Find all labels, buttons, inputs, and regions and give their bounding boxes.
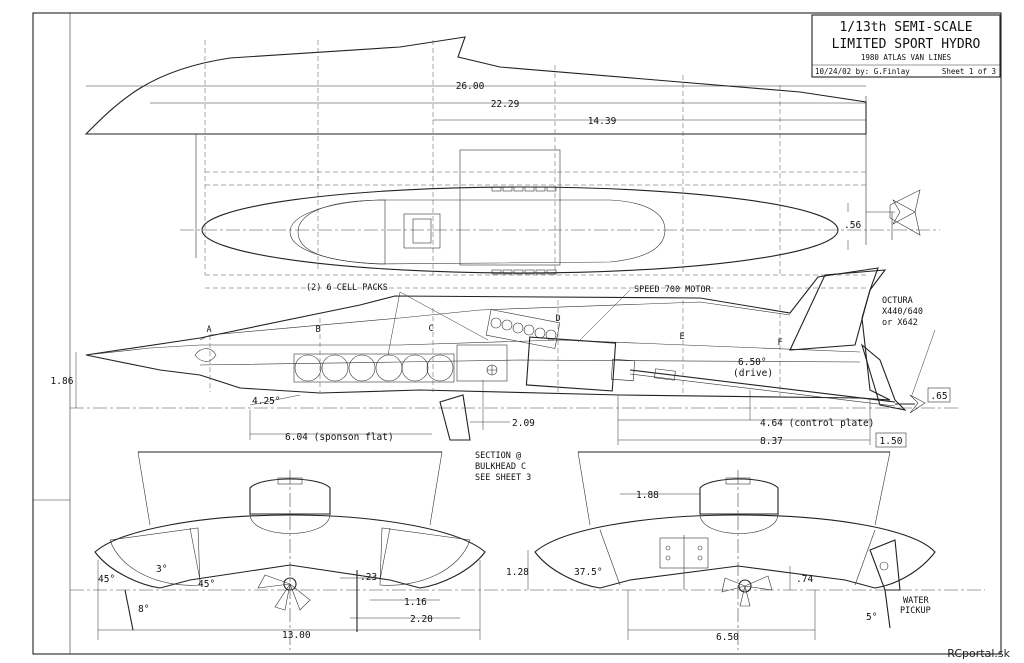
dim-425: 4.25° — [252, 396, 281, 407]
title-date-author: 10/24/02 by: G.Finlay — [815, 67, 910, 76]
angle-45-left: 45° — [98, 574, 115, 585]
angle-3-top: 3° — [156, 564, 167, 575]
watermark: RCportal.sk — [947, 647, 1010, 660]
dim-650: 6.50 — [716, 632, 739, 643]
side-view: A B C D E F (2) 6 CELL PACKS SPEED 700 M… — [51, 267, 960, 483]
section-label-f: F — [777, 338, 782, 348]
angle-45-right: 45° — [198, 579, 215, 590]
label-prop-model-2: or X642 — [882, 318, 918, 328]
section-label-e: E — [679, 332, 684, 342]
dim-220: 2.20 — [410, 614, 433, 625]
rear-view: 1.88 1.28 37.5° .74 6.50 5° WATER PICKUP — [506, 451, 985, 650]
dim-control-plate: 4.64 (control plate) — [760, 418, 874, 429]
section-label-c: C — [428, 324, 433, 334]
dim-22-29: 22.29 — [491, 99, 520, 110]
section-label-a: A — [206, 325, 211, 335]
dim-drive-label: (drive) — [733, 368, 773, 379]
dim-188: 1.88 — [636, 490, 659, 501]
angle-375: 37.5° — [574, 567, 603, 578]
label-cell-packs: (2) 6 CELL PACKS — [306, 283, 388, 293]
dim-074: .74 — [796, 574, 813, 585]
label-prop-model-1: X440/640 — [882, 307, 923, 317]
label-water: WATER — [903, 596, 929, 606]
title-block: 1/13th SEMI-SCALE LIMITED SPORT HYDRO 19… — [811, 14, 1001, 78]
title-line-1: 1/13th SEMI-SCALE — [839, 20, 972, 35]
section-label-b: B — [315, 325, 320, 335]
dim-837: 8.37 — [760, 436, 783, 447]
dim-056: .56 — [844, 220, 861, 231]
section-label-d: D — [555, 314, 560, 324]
dim-sponson-flat: 6.04 (sponson flat) — [285, 432, 394, 443]
dim-26-00: 26.00 — [456, 81, 485, 92]
dim-116: 1.16 — [404, 597, 427, 608]
note-section-2: BULKHEAD C — [475, 462, 526, 472]
label-prop-octura: OCTURA — [882, 296, 913, 306]
title-sheet: Sheet 1 of 3 — [942, 67, 996, 76]
label-speed-motor: SPEED 700 MOTOR — [634, 285, 712, 295]
note-section-1: SECTION @ — [475, 451, 521, 461]
dim-209: 2.09 — [512, 418, 535, 429]
front-view: 45° 3° 45° 8° .23 1.16 2.20 13.00 — [70, 451, 530, 650]
box-150: 1.50 — [880, 436, 903, 447]
angle-8-rudder: 8° — [138, 604, 149, 615]
note-section-3: SEE SHEET 3 — [475, 473, 531, 483]
title-line-3: 1980 ATLAS VAN LINES — [861, 53, 952, 62]
dim-14-39: 14.39 — [588, 116, 617, 127]
plan-view: 26.00 22.29 14.39 .56 — [84, 36, 940, 289]
dim-128: 1.28 — [506, 567, 529, 578]
dim-186: 1.86 — [51, 376, 74, 387]
sheet-border — [32, 12, 1002, 655]
box-065: .65 — [930, 391, 947, 402]
dim-023: .23 — [360, 572, 377, 583]
title-line-2: LIMITED SPORT HYDRO — [832, 37, 981, 52]
label-pickup-2: PICKUP — [900, 606, 931, 616]
dim-650-drive: 6.50° — [738, 357, 767, 368]
angle-5: 5° — [866, 612, 877, 623]
dim-1300: 13.00 — [282, 630, 311, 641]
